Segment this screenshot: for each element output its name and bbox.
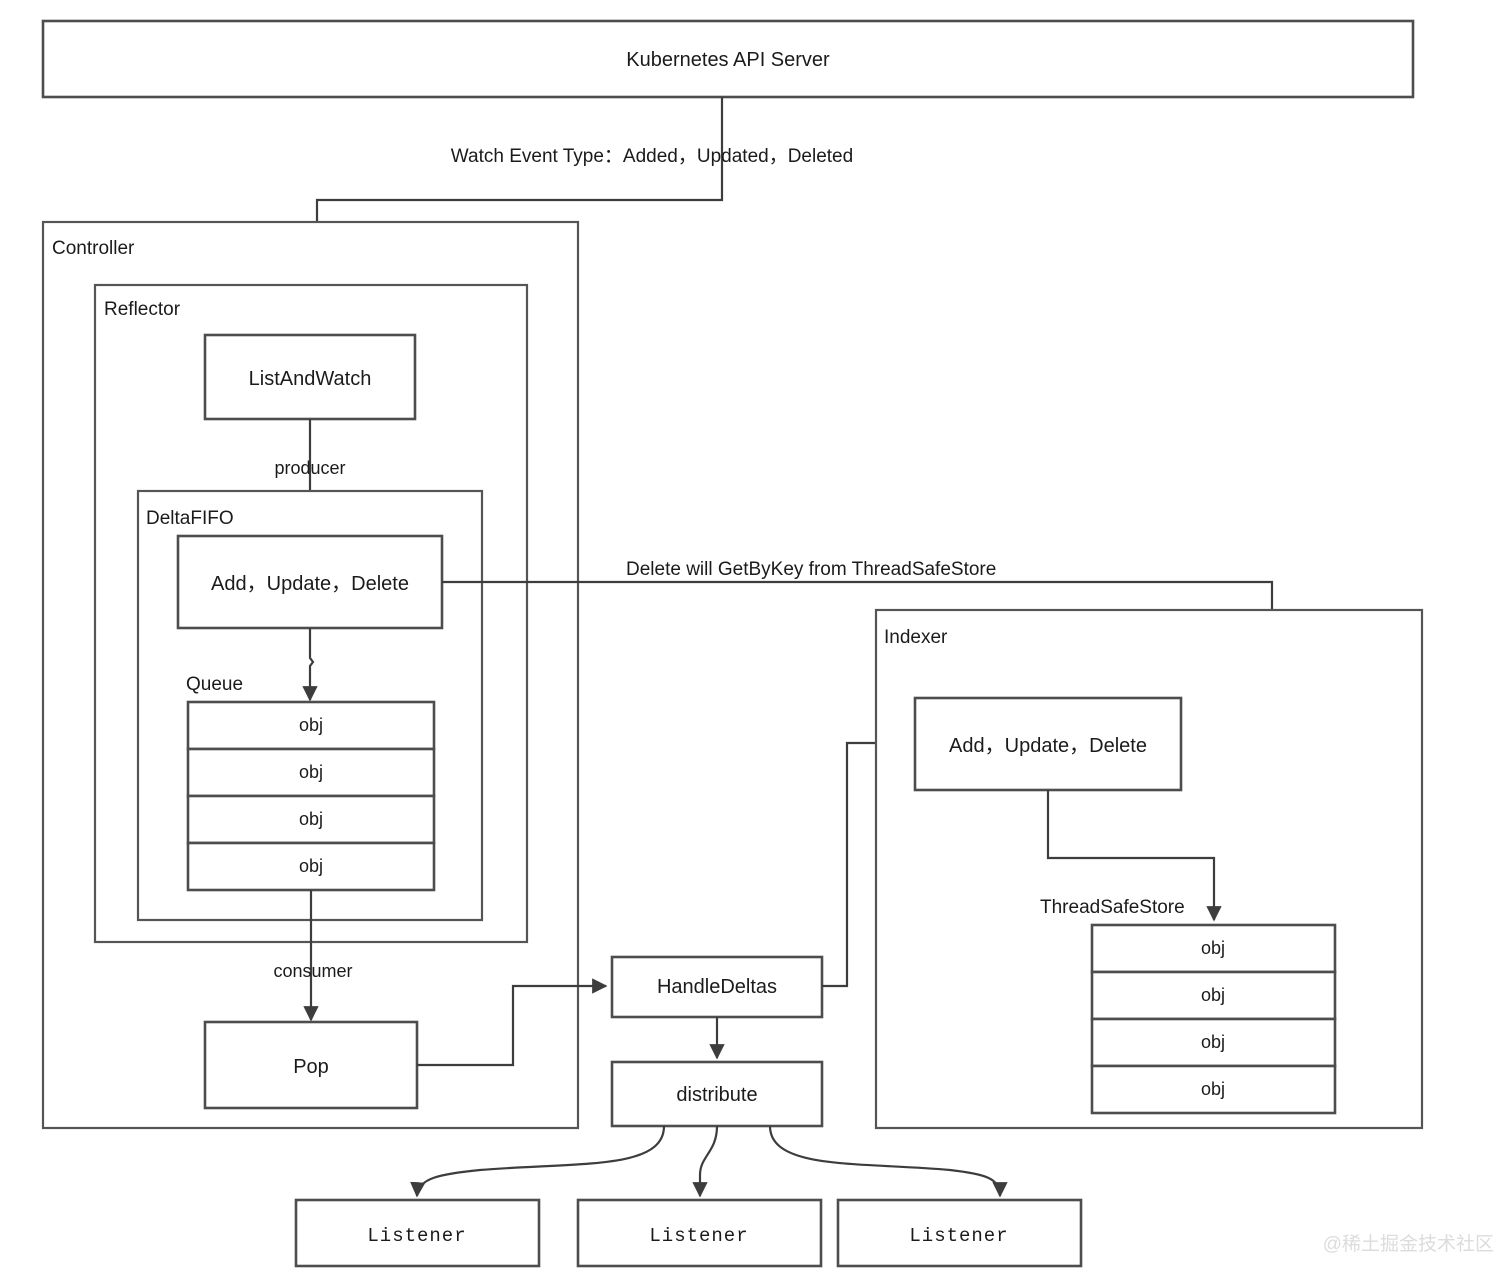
- thread-safe-store-list: obj obj obj obj: [1090, 923, 1337, 1115]
- listener-box: [836, 1198, 1083, 1268]
- edge-distribute-to-listener-1: [410, 1125, 666, 1198]
- watch-event-type-label: Watch Event Type：Added，Updated，Deleted: [451, 146, 853, 167]
- deltafifo-ops-box: [176, 534, 444, 630]
- listener-box: [294, 1198, 541, 1268]
- edge-distribute-to-listener-2: [692, 1125, 719, 1198]
- queue-item-label: obj: [299, 715, 323, 735]
- list-and-watch-label: ListAndWatch: [249, 368, 372, 390]
- queue-row: [186, 794, 436, 845]
- distribute-label: distribute: [676, 1084, 757, 1106]
- store-item-label: obj: [1201, 985, 1225, 1005]
- queue-item-label: obj: [299, 809, 323, 829]
- listener-box: [576, 1198, 823, 1268]
- handle-deltas-box: [610, 955, 824, 1019]
- indexer-ops-label: Add，Update，Delete: [949, 735, 1147, 757]
- edge-distribute-to-listener-3: [768, 1125, 1008, 1198]
- producer-label: producer: [274, 458, 345, 478]
- pop-label: Pop: [293, 1056, 329, 1078]
- store-item-label: obj: [1201, 1079, 1225, 1099]
- queue-row: [186, 841, 436, 892]
- queue-row: [186, 747, 436, 798]
- listener-label: Listener: [909, 1225, 1008, 1247]
- store-row: [1090, 1017, 1337, 1068]
- handle-deltas-label: HandleDeltas: [657, 976, 777, 998]
- listener-label: Listener: [649, 1225, 748, 1247]
- thread-safe-store-label: ThreadSafeStore: [1040, 897, 1185, 918]
- controller-label: Controller: [52, 238, 135, 259]
- deltafifo-ops-label: Add，Update，Delete: [211, 573, 409, 595]
- queue-item-label: obj: [299, 856, 323, 876]
- consumer-label: consumer: [273, 961, 352, 981]
- deltafifo-label: DeltaFIFO: [146, 508, 234, 529]
- indexer-ops-box: [913, 696, 1183, 792]
- api-server-box: [41, 19, 1415, 99]
- queue-list: obj obj obj obj: [186, 700, 436, 892]
- indexer-label: Indexer: [884, 627, 948, 648]
- edge-ops-to-queue: [302, 628, 318, 702]
- store-item-label: obj: [1201, 1032, 1225, 1052]
- store-row: [1090, 970, 1337, 1021]
- queue-label: Queue: [186, 674, 243, 695]
- edge-pop-to-handledeltas: [417, 978, 608, 1067]
- store-row: [1090, 1064, 1337, 1115]
- list-and-watch-box: [203, 333, 417, 421]
- queue-item-label: obj: [299, 762, 323, 782]
- delete-getbykey-label: Delete will GetByKey from ThreadSafeStor…: [626, 559, 996, 580]
- listener-group: Listener Listener Listener: [294, 1198, 1083, 1268]
- api-server-label: Kubernetes API Server: [626, 49, 830, 71]
- reflector-label: Reflector: [104, 299, 181, 320]
- edge-indexer-to-threadsafestore: [1046, 790, 1222, 922]
- watermark-label: @稀土掘金技术社区: [1322, 1234, 1494, 1255]
- pop-box: [203, 1020, 419, 1110]
- store-item-label: obj: [1201, 938, 1225, 958]
- store-row: [1090, 923, 1337, 974]
- queue-row: [186, 700, 436, 751]
- listener-label: Listener: [367, 1225, 466, 1247]
